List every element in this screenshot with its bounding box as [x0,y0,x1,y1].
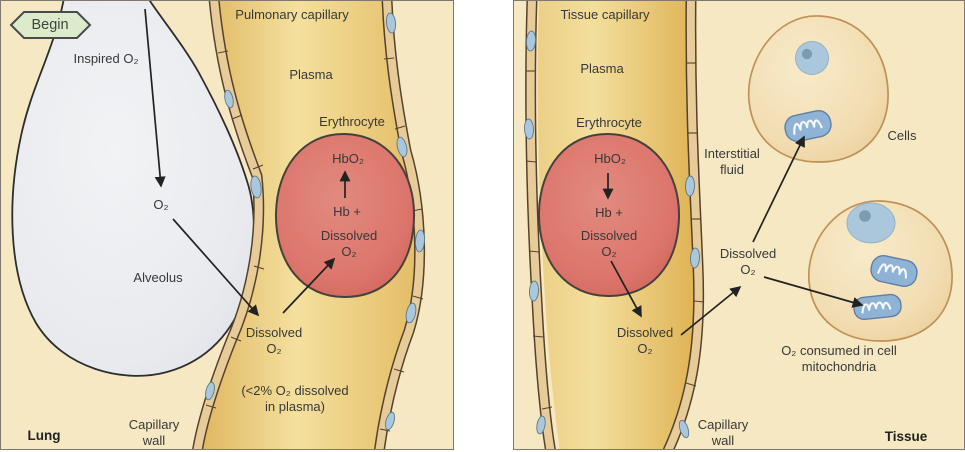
label-line: Dissolved [616,325,674,340]
label-line: O₂ [341,244,357,259]
mitochondrion-icon [870,255,918,287]
begin-label: Begin [31,17,69,33]
label-line: O₂ [601,244,617,259]
label-dissolved-o2-interstitial: Dissolved O₂ [720,246,776,278]
label-dissolved-o2-plasma: Dissolved O₂ [617,325,673,357]
label-line: fluid [720,162,744,177]
label-line: Capillary [128,417,180,432]
label-pulmonary-capillary: Pulmonary capillary [235,7,349,22]
label-line: Dissolved [580,228,638,243]
label-o2: O₂ [153,197,169,212]
mitochondrion-icon [784,110,832,142]
label-line: (<2% O₂ dissolved [241,383,349,398]
label-capillary-wall: Capillary wall [129,417,180,449]
label-hb-dissolved-o2: Dissolved O₂ [581,228,637,260]
label-interstitial-fluid: Interstitial fluid [704,146,760,178]
wall-nuclei [205,12,426,431]
label-hb-plus: Hb + [333,204,361,219]
lung-panel: Begin Pulmonary capillary Plasma Erythro… [0,0,454,450]
lung-diagram [9,1,426,449]
label-dissolved-o2-plasma: Dissolved O₂ [246,325,302,357]
tissue-cell-upper [747,15,889,163]
label-erythrocyte: Erythrocyte [319,114,385,129]
panel-title-lung: Lung [27,428,61,443]
erythrocyte-shape [537,132,681,298]
label-hb-plus: Hb + [595,205,623,220]
capillary-wall-left-cells [526,1,555,449]
label-o2-consumed: O₂ consumed in cell mitochondria [781,343,897,375]
erythrocyte-shape [274,132,416,299]
label-line: O₂ [740,262,756,277]
nucleolus [801,48,813,60]
label-hbo2: HbO₂ [594,151,626,166]
label-capillary-wall: Capillary wall [698,417,749,449]
panel-title-tissue: Tissue [884,429,928,444]
label-line: Interstitial [704,146,760,161]
oxygen-flow-arrows [602,135,864,336]
label-tissue-capillary: Tissue capillary [560,7,650,22]
label-line: mitochondria [801,359,877,374]
label-line: wall [142,433,166,448]
label-inspired-o2: Inspired O₂ [73,51,139,66]
label-erythrocyte: Erythrocyte [576,115,642,130]
mitochondrion-icon [853,293,902,321]
label-hbo2: HbO₂ [332,151,364,166]
tissue-panel: Tissue capillary Plasma Erythrocyte HbO₂… [513,0,965,450]
label-line: Dissolved [719,246,777,261]
label-alveolus: Alveolus [133,270,183,285]
label-line: wall [711,433,735,448]
label-line: Dissolved [245,325,303,340]
label-line: O₂ [266,341,282,356]
oxygen-flow-arrows [144,8,351,317]
label-cells: Cells [887,128,917,143]
tissue-diagram [524,1,953,449]
label-line: O₂ consumed in cell [781,343,897,358]
begin-badge [9,11,92,39]
wall-nuclei [524,30,700,439]
cell-nucleus [795,41,829,75]
tissue-cell-lower [808,200,953,342]
label-hb-dissolved-o2: Dissolved O₂ [321,228,377,260]
label-line: O₂ [637,341,653,356]
nucleolus [859,210,871,222]
label-line: Dissolved [320,228,378,243]
label-line: in plasma) [265,399,325,414]
label-line: Capillary [697,417,749,432]
label-plasma-note: (<2% O₂ dissolved in plasma) [241,383,348,415]
label-plasma: Plasma [289,67,333,82]
alveolus-shape [11,1,255,377]
label-plasma: Plasma [580,61,624,76]
cell-nucleus [846,202,896,244]
wall-junctions [525,62,705,410]
